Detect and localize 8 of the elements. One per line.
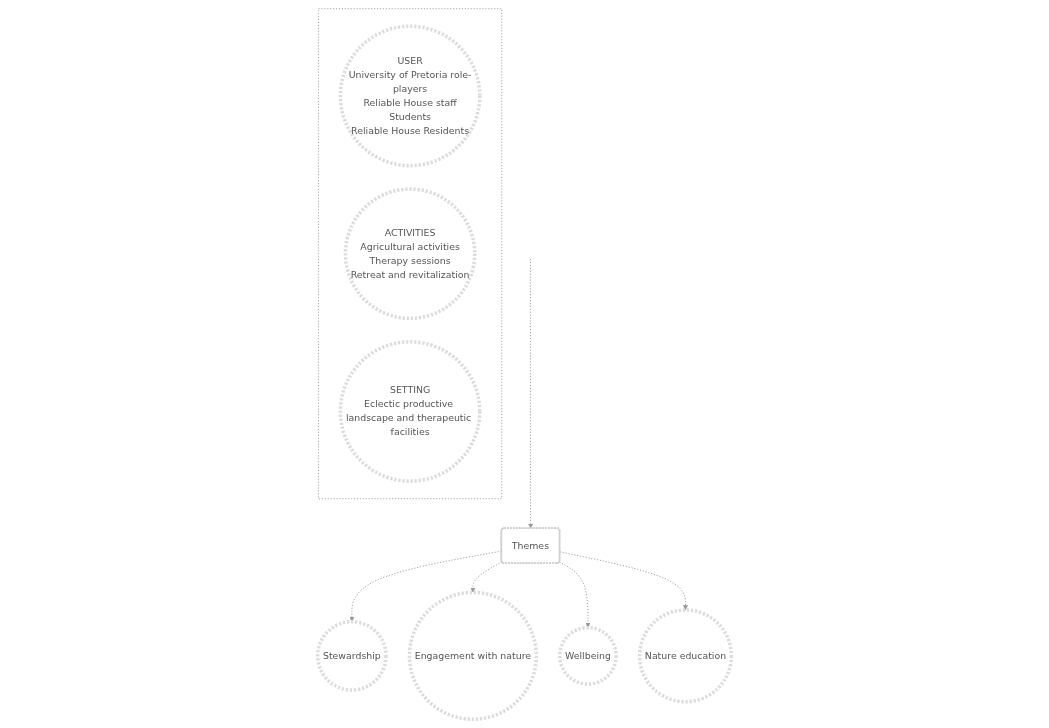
node-circle: Nature education xyxy=(637,608,734,704)
node-circle: Engagement with nature xyxy=(407,590,539,722)
node-circle: Stewardship xyxy=(315,619,388,692)
node-circle: SETTING Eclectic productive landscape and therapeutic facilities xyxy=(338,340,482,483)
node-circle: Wellbeing xyxy=(557,625,618,686)
cluster xyxy=(317,8,503,500)
node-circle: USER University of Pretoria role-players Reliable House staff Students Reliable House Residents xyxy=(338,24,482,168)
node-circle: ACTIVITIES Agricultural activities Therapy sessions Retreat and revitalization xyxy=(343,187,477,321)
